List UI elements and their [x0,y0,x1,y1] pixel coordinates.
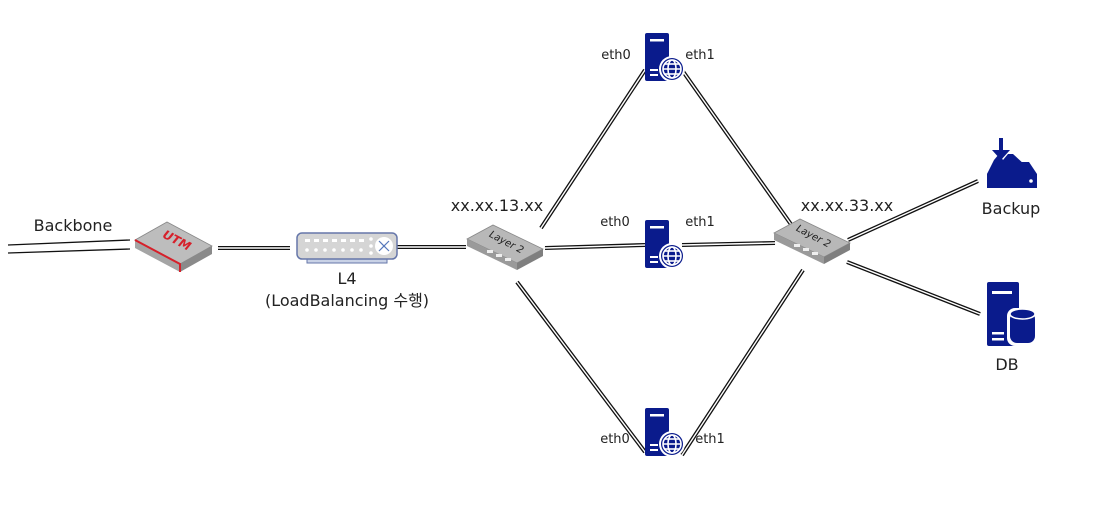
web-server-3-icon[interactable] [644,407,686,458]
server-1-eth0-label: eth0 [601,48,631,63]
l4-load-balancer-icon[interactable] [296,232,398,264]
switch-b-backup-link [847,179,979,242]
utm-firewall-icon[interactable]: UTM [134,221,213,272]
l4-description: (LoadBalancing 수행) [264,291,430,310]
switch-b-db-link [846,260,981,316]
server-1-eth1-label: eth1 [685,48,715,63]
backbone-link [7,239,131,254]
layer2-switch-a-icon[interactable]: Layer 2 [466,224,544,271]
server-3-switch-b-link [680,268,805,457]
layer2-switch-b-icon[interactable]: Layer 2 [773,218,851,265]
switch-a-ip-label: xx.xx.13.xx [450,196,544,215]
backbone-label: Backbone [33,216,113,235]
switch-a-server-3-link [515,280,647,454]
server-3-eth0-label: eth0 [600,432,630,447]
connections [7,239,131,254]
db-label: DB [995,355,1019,374]
backup-icon[interactable] [987,138,1037,188]
l4-name: L4 [337,269,357,288]
server-1-switch-b-link [680,68,797,232]
l4-label: L4 (LoadBalancing 수행) [265,268,429,312]
server-2-eth1-label: eth1 [685,215,715,230]
backup-label: Backup [981,199,1041,218]
switch-a-server-2-link [544,243,646,250]
switch-a-server-1-link [539,68,647,230]
server-3-eth1-label: eth1 [695,432,725,447]
switch-b-ip-label: xx.xx.33.xx [800,196,894,215]
web-server-2-icon[interactable] [644,219,686,270]
server-2-switch-b-link [681,241,776,247]
database-server-icon[interactable] [987,282,1037,346]
web-server-1-icon[interactable] [644,32,686,83]
server-2-eth0-label: eth0 [600,215,630,230]
